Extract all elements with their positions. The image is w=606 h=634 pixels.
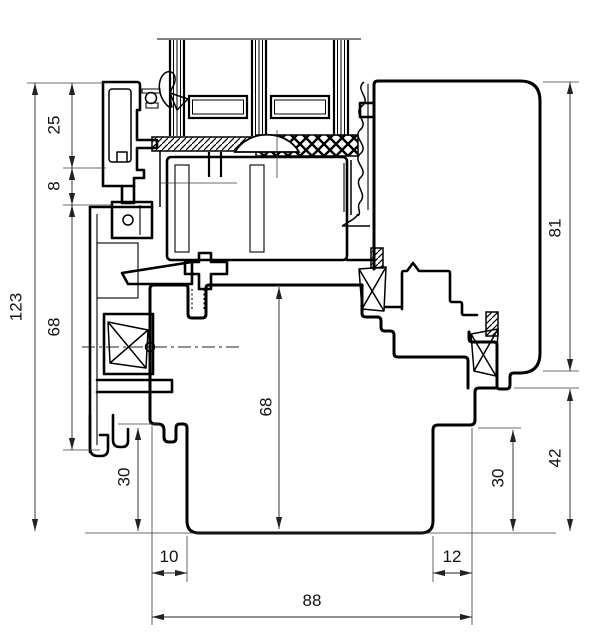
dim-label-30-right: 30 bbox=[489, 469, 508, 488]
dimension-bottom-width: 88 bbox=[152, 591, 472, 621]
ribbed-gasket bbox=[341, 81, 370, 227]
screw-channel-ribs bbox=[191, 289, 205, 310]
sash-bottom-rail bbox=[120, 155, 374, 291]
glazing-spacer-bar bbox=[269, 94, 331, 120]
bead-foot bbox=[120, 184, 136, 205]
t-slot-chamber bbox=[110, 200, 154, 240]
dim-label-88: 88 bbox=[303, 591, 322, 610]
roller-assembly bbox=[102, 312, 156, 376]
dim-label-42: 42 bbox=[546, 449, 565, 468]
x-gasket-right bbox=[470, 311, 499, 377]
dim-label-123: 123 bbox=[7, 293, 26, 321]
dimension-bottom-right-step: 12 bbox=[433, 547, 472, 577]
glass-pane bbox=[332, 40, 350, 136]
gasket-clip bbox=[144, 91, 158, 105]
left-sash-profile bbox=[88, 200, 174, 458]
dimension-left-total: 123 bbox=[7, 83, 39, 531]
dim-label-10: 10 bbox=[160, 547, 179, 566]
glazing-gasket-left bbox=[141, 71, 189, 111]
bottom-hook bbox=[88, 413, 110, 458]
extension-lines bbox=[27, 81, 579, 625]
dim-label-68-center: 68 bbox=[257, 398, 276, 417]
dim-label-68-left: 68 bbox=[45, 318, 64, 337]
dimension-right-overlap: 81 bbox=[546, 82, 574, 371]
dim-label-25: 25 bbox=[45, 116, 64, 135]
wood-block-right bbox=[358, 79, 542, 391]
lower-rail bbox=[95, 378, 174, 394]
setting-block-dome bbox=[233, 133, 301, 153]
centerlines bbox=[82, 130, 278, 348]
thermal-break-wing bbox=[120, 260, 194, 286]
dimension-bottom-left-step: 10 bbox=[152, 547, 187, 577]
glass-pane bbox=[250, 40, 268, 136]
dim-label-81: 81 bbox=[546, 219, 565, 238]
dimension-left-top: 25 bbox=[45, 83, 76, 168]
frame-staircase bbox=[360, 283, 470, 390]
dimension-right-lower: 42 bbox=[546, 389, 574, 531]
dimension-right-step: 30 bbox=[489, 430, 517, 531]
triple-glazing-unit bbox=[157, 38, 361, 136]
dim-label-8: 8 bbox=[45, 181, 64, 190]
dimension-center-frame: 68 bbox=[257, 287, 283, 529]
glass-pane bbox=[168, 40, 186, 136]
dimension-left-sash: 68 bbox=[45, 205, 76, 450]
sash-chamber bbox=[165, 155, 349, 262]
block-notch bbox=[358, 101, 376, 119]
bottom-frame-profile bbox=[148, 283, 498, 535]
dim-label-30-left: 30 bbox=[115, 468, 134, 487]
castellated-piece bbox=[383, 261, 479, 317]
dim-label-12: 12 bbox=[443, 547, 462, 566]
dimension-left-step: 30 bbox=[115, 428, 142, 531]
bottom-hook bbox=[111, 413, 130, 449]
glazing-spacer-bar bbox=[187, 94, 249, 120]
mushroom-foot bbox=[183, 251, 229, 291]
dimension-left-gap: 8 bbox=[45, 168, 76, 205]
